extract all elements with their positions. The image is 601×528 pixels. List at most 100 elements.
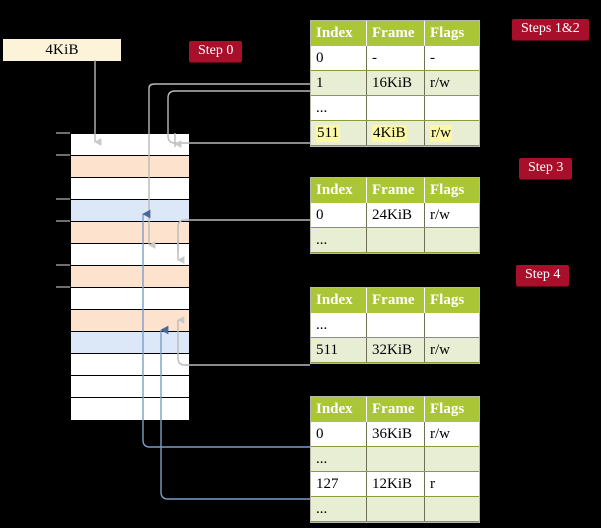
badge-step-4: Step 4	[516, 265, 570, 286]
memory-frame-4	[71, 222, 189, 244]
memory-frame-7	[71, 288, 189, 310]
cell-flags: r/w	[425, 338, 479, 362]
cell-flags: r	[425, 472, 479, 496]
cell-text: 1	[316, 74, 324, 91]
memory-tick-3	[56, 220, 70, 222]
cell-text: 4KiB	[372, 124, 407, 142]
cell-flags	[425, 313, 479, 337]
memory-frame-5	[71, 244, 189, 266]
table-row: 1 16KiB r/w	[311, 71, 479, 96]
cell-frame	[367, 228, 425, 252]
cell-text: 12KiB	[372, 475, 413, 492]
memory-tick-1	[56, 154, 70, 156]
cell-text: 36KiB	[372, 425, 413, 442]
cell-index: ...	[311, 497, 367, 521]
column-header-frame: Frame	[367, 21, 425, 46]
table-row: 511 32KiB r/w	[311, 338, 479, 363]
column-header-flags: Flags	[430, 401, 465, 417]
cell-flags	[425, 96, 479, 120]
cell-frame: 36KiB	[367, 422, 425, 446]
badge-step-0: Step 0	[189, 41, 243, 62]
cell-index: 0	[311, 203, 367, 227]
column-header-frame: Frame	[367, 397, 425, 422]
cell-frame: 12KiB	[367, 472, 425, 496]
cell-index: ...	[311, 228, 367, 252]
cell-index: ...	[311, 313, 367, 337]
frame-label-text: 4KiB	[45, 41, 79, 58]
table-row: 0 24KiB r/w	[311, 203, 479, 228]
cell-text: r/w	[430, 124, 452, 142]
table-row: 0 - -	[311, 46, 479, 71]
table-row: 127 12KiB r	[311, 472, 479, 497]
memory-tick-0	[56, 132, 70, 134]
table-row: ...	[311, 497, 479, 522]
wire-l4-head	[148, 83, 310, 89]
cell-flags: -	[425, 46, 479, 70]
cell-frame: 4KiB	[367, 121, 425, 145]
cell-text: r/w	[430, 425, 450, 442]
cell-text: 16KiB	[372, 74, 413, 91]
cell-index: 511	[311, 338, 367, 362]
column-header-flags: Flags	[430, 25, 465, 41]
cell-text: 32KiB	[372, 341, 413, 358]
cell-index: 511	[311, 121, 367, 145]
cell-index: 0	[311, 46, 367, 70]
cell-index: 1	[311, 71, 367, 95]
column-header-flags: Flags	[430, 292, 465, 308]
cell-frame: -	[367, 46, 425, 70]
memory-tick-5	[56, 286, 70, 288]
frame-label-4kib: 4KiB	[2, 38, 122, 62]
cell-frame: 24KiB	[367, 203, 425, 227]
cell-flags	[425, 497, 479, 521]
cell-text: 127	[316, 475, 339, 492]
column-header-index: Index	[311, 288, 367, 313]
memory-frame-3	[71, 200, 189, 222]
cell-text: 0	[316, 49, 324, 66]
cell-text: ...	[316, 231, 328, 248]
cell-text: 24KiB	[372, 206, 413, 223]
table-row: ...	[311, 447, 479, 472]
badge-steps-1-2-label: Steps 1&2	[521, 21, 580, 36]
badge-step-3-label: Step 3	[528, 160, 564, 175]
cell-flags: r/w	[425, 71, 479, 95]
column-header-index: Index	[311, 21, 367, 46]
memory-frame-11	[71, 376, 189, 398]
column-header-index: Index	[311, 178, 367, 203]
cell-text: r/w	[430, 74, 450, 91]
badge-step-4-label: Step 4	[525, 267, 561, 282]
cell-text: 0	[316, 206, 324, 223]
badge-step-0-label: Step 0	[198, 43, 234, 58]
cell-text: -	[430, 49, 435, 66]
column-header-index: Index	[311, 397, 367, 422]
cell-index: ...	[311, 96, 367, 120]
cell-frame: 32KiB	[367, 338, 425, 362]
cell-index: 127	[311, 472, 367, 496]
table-row: ...	[311, 313, 479, 338]
cell-frame	[367, 313, 425, 337]
memory-tick-2	[56, 198, 70, 200]
wire-l1-a	[142, 439, 310, 448]
cell-text: r	[430, 475, 435, 492]
physical-memory-column	[70, 133, 190, 420]
column-header-frame: Frame	[367, 288, 425, 313]
cell-text: 511	[316, 341, 338, 358]
cell-flags: r/w	[425, 422, 479, 446]
badge-step-3: Step 3	[519, 158, 573, 179]
memory-frame-12	[71, 398, 189, 420]
cell-flags: r/w	[425, 121, 479, 145]
cell-frame	[367, 447, 425, 471]
wire-l1-b	[160, 491, 310, 500]
cell-text: r/w	[430, 341, 450, 358]
cell-text: ...	[316, 316, 328, 333]
cell-text: -	[372, 49, 377, 66]
cell-frame	[367, 497, 425, 521]
cell-flags	[425, 228, 479, 252]
cell-text: r/w	[430, 206, 450, 223]
